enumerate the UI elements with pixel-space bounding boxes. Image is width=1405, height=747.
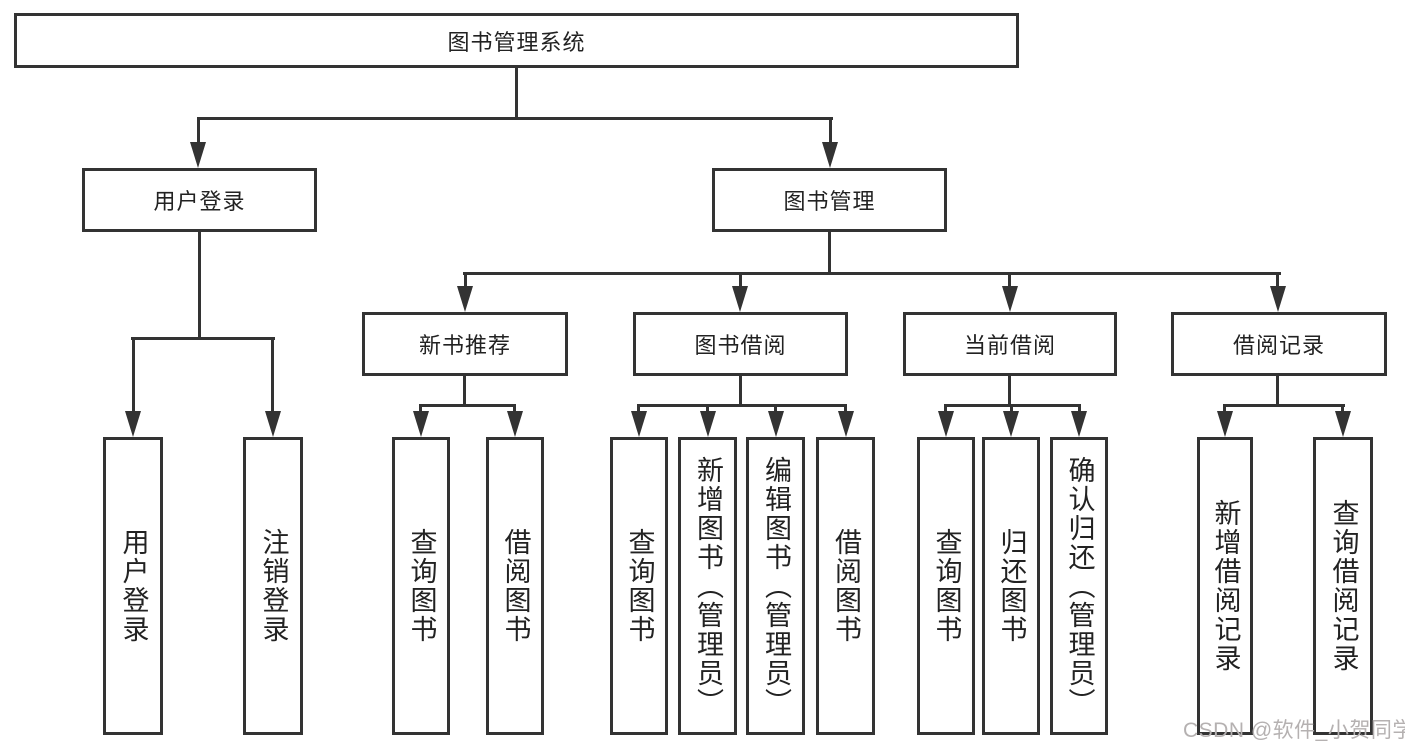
node-leaf-query-books-1: 查询图书: [392, 437, 450, 735]
node-book-management-branch: 图书管理: [712, 168, 947, 232]
connector-hline: [420, 404, 516, 407]
connector-vline: [1010, 404, 1013, 414]
connector-vline: [944, 404, 947, 414]
node-leaf-logout-label: 注销登录: [258, 528, 289, 644]
node-leaf-confirm-return-admin-label: 确认归还（管理员）: [1064, 455, 1095, 717]
connector-hline: [131, 337, 275, 340]
connector-vline: [739, 376, 742, 407]
arrowhead-down-icon: [457, 286, 473, 312]
connector-vline: [513, 404, 516, 414]
node-root-label: 图书管理系统: [447, 29, 586, 55]
connector-vline: [1008, 272, 1011, 290]
node-leaf-edit-books-admin: 编辑图书（管理员）: [746, 437, 805, 735]
node-leaf-user-login-label: 用户登录: [118, 528, 149, 644]
arrowhead-down-icon: [413, 411, 429, 437]
connector-hline: [1223, 404, 1345, 407]
connector-vline: [132, 337, 135, 414]
node-leaf-add-books-admin: 新增图书（管理员）: [678, 437, 737, 735]
connector-vline: [1223, 404, 1226, 414]
arrowhead-down-icon: [507, 411, 523, 437]
node-new-book-recommend-label: 新书推荐: [418, 333, 511, 358]
node-leaf-add-borrow-record-label: 新增借阅记录: [1210, 499, 1241, 673]
connector-hline: [463, 272, 1281, 275]
node-root-library-system: 图书管理系统: [14, 13, 1019, 68]
connector-hline: [637, 404, 847, 407]
connector-vline: [515, 68, 518, 120]
arrowhead-down-icon: [732, 286, 748, 312]
arrowhead-down-icon: [822, 142, 838, 168]
connector-vline: [1276, 272, 1279, 290]
node-leaf-query-books-3-label: 查询图书: [931, 528, 962, 644]
connector-hline: [197, 117, 833, 120]
node-leaf-return-books-label: 归还图书: [996, 528, 1027, 644]
node-leaf-query-books-2: 查询图书: [610, 437, 668, 735]
node-leaf-borrow-books-1-label: 借阅图书: [500, 528, 531, 644]
arrowhead-down-icon: [265, 411, 281, 437]
connector-vline: [829, 117, 832, 144]
arrowhead-down-icon: [1071, 411, 1087, 437]
connector-vline: [198, 232, 201, 339]
arrowhead-down-icon: [190, 142, 206, 168]
node-current-borrowing-label: 当前借阅: [963, 333, 1056, 358]
node-leaf-borrow-books-1: 借阅图书: [486, 437, 544, 735]
node-leaf-query-books-1-label: 查询图书: [406, 528, 437, 644]
connector-vline: [1078, 404, 1081, 414]
node-leaf-borrow-books-2: 借阅图书: [816, 437, 875, 735]
arrowhead-down-icon: [1002, 286, 1018, 312]
node-leaf-user-login: 用户登录: [103, 437, 163, 735]
connector-vline: [464, 272, 467, 290]
connector-vline: [463, 376, 466, 407]
connector-vline: [637, 404, 640, 414]
node-leaf-add-books-admin-label: 新增图书（管理员）: [693, 455, 723, 717]
node-leaf-return-books: 归还图书: [982, 437, 1040, 735]
arrowhead-down-icon: [1003, 411, 1019, 437]
arrowhead-down-icon: [768, 411, 784, 437]
node-book-management-branch-label: 图书管理: [783, 189, 876, 214]
node-user-login-branch-label: 用户登录: [153, 189, 246, 214]
node-borrowing-records-label: 借阅记录: [1232, 333, 1325, 358]
node-leaf-add-borrow-record: 新增借阅记录: [1197, 437, 1253, 735]
arrowhead-down-icon: [1335, 411, 1351, 437]
arrowhead-down-icon: [838, 411, 854, 437]
node-current-borrowing: 当前借阅: [903, 312, 1117, 376]
arrowhead-down-icon: [125, 411, 141, 437]
connector-vline: [774, 404, 777, 414]
arrowhead-down-icon: [700, 411, 716, 437]
node-user-login-branch: 用户登录: [82, 168, 317, 232]
connector-vline: [1008, 376, 1011, 407]
arrowhead-down-icon: [1270, 286, 1286, 312]
arrowhead-down-icon: [631, 411, 647, 437]
node-leaf-borrow-books-2-label: 借阅图书: [831, 528, 861, 644]
connector-vline: [1276, 376, 1279, 407]
connector-vline: [419, 404, 422, 414]
connector-vline: [739, 272, 742, 290]
connector-vline: [271, 337, 274, 414]
connector-vline: [844, 404, 847, 414]
node-leaf-query-borrow-record-label: 查询借阅记录: [1328, 499, 1359, 673]
csdn-watermark: CSDN @软件_小贺同学: [1183, 719, 1405, 742]
connector-vline: [197, 117, 200, 144]
node-leaf-query-borrow-record: 查询借阅记录: [1313, 437, 1373, 735]
node-leaf-confirm-return-admin: 确认归还（管理员）: [1050, 437, 1108, 735]
node-leaf-edit-books-admin-label: 编辑图书（管理员）: [761, 455, 791, 717]
node-leaf-query-books-3: 查询图书: [917, 437, 975, 735]
node-borrowing-records: 借阅记录: [1171, 312, 1387, 376]
connector-vline: [828, 232, 831, 274]
node-book-borrowing: 图书借阅: [633, 312, 848, 376]
node-book-borrowing-label: 图书借阅: [694, 333, 787, 358]
node-new-book-recommend: 新书推荐: [362, 312, 568, 376]
arrowhead-down-icon: [1217, 411, 1233, 437]
node-leaf-logout: 注销登录: [243, 437, 303, 735]
connector-vline: [706, 404, 709, 414]
node-leaf-query-books-2-label: 查询图书: [624, 528, 655, 644]
connector-vline: [1341, 404, 1344, 414]
arrowhead-down-icon: [938, 411, 954, 437]
